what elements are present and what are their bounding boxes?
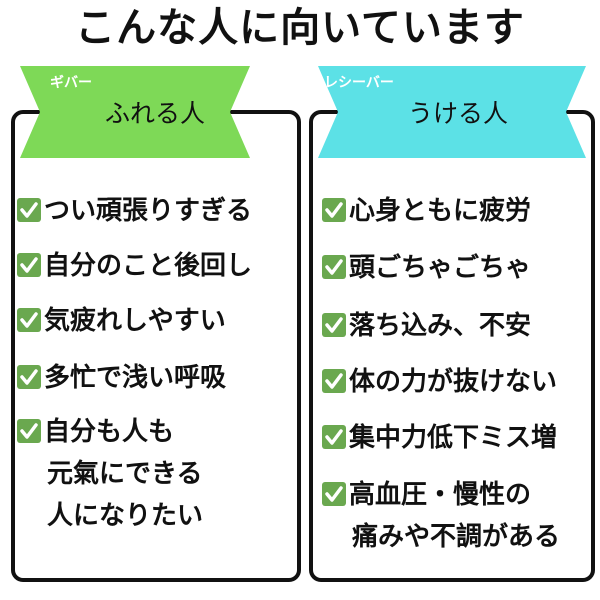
right-list-item: 心身ともに疲労 [322,190,531,232]
checkbox-checked-icon [322,255,346,279]
item-line: 頭ごちゃごちゃ [349,253,532,283]
item-line: 自分も人も [44,417,175,447]
checkbox-checked-icon [17,419,41,443]
giver-small-label: ギバー [50,75,92,91]
page-title: こんな人に向いています [75,5,525,51]
checkbox-checked-icon [17,253,41,277]
left-list-item: つい頑張りすぎる [17,190,252,232]
item-line: 体の力が抜けない [349,367,558,397]
item-line: 高血圧・慢性の [349,480,532,510]
receiver-small-label: レシーバー [324,75,394,91]
right-list-item: 頭ごちゃごちゃ [322,247,531,289]
right-list-item: 体の力が抜けない [322,361,557,403]
receiver-box [309,110,595,582]
item-line: 元氣にできる [47,459,203,489]
checkbox-checked-icon [322,482,346,506]
item-line: 多忙で浅い呼吸 [44,363,227,393]
left-list-item: 多忙で浅い呼吸 [17,357,226,399]
checkbox-checked-icon [322,313,346,337]
right-list-item: 高血圧・慢性の痛みや不調がある [322,474,560,558]
item-line: 落ち込み、不安 [349,311,532,341]
item-line: 集中力低下ミス増 [349,423,558,453]
checkbox-checked-icon [322,198,346,222]
left-list-item: 自分のこと後回し [17,245,252,287]
checkbox-checked-icon [17,365,41,389]
right-list-item: 集中力低下ミス増 [322,417,557,459]
item-line: 人になりたい [47,501,204,531]
left-list-item: 自分も人も元氣にできる人になりたい [17,411,203,537]
checkbox-checked-icon [322,425,346,449]
ribbon-shape [318,66,586,158]
checkbox-checked-icon [17,308,41,332]
checkbox-checked-icon [322,369,346,393]
item-line: 痛みや不調がある [352,522,561,552]
giver-box [11,110,301,582]
checkbox-checked-icon [17,198,41,222]
item-line: 気疲れしやすい [44,306,226,336]
ribbon-shape [20,66,250,158]
receiver-ribbon: レシーバー うける人 [318,66,586,158]
giver-ribbon: ギバー ふれる人 [20,66,250,158]
item-line: つい頑張りすぎる [44,196,253,226]
item-line: 心身ともに疲労 [349,196,532,226]
right-list-item: 落ち込み、不安 [322,305,531,347]
receiver-main-label: うける人 [407,99,508,128]
item-line: 自分のこと後回し [44,251,253,281]
left-list-item: 気疲れしやすい [17,300,226,342]
giver-main-label: ふれる人 [104,99,205,128]
